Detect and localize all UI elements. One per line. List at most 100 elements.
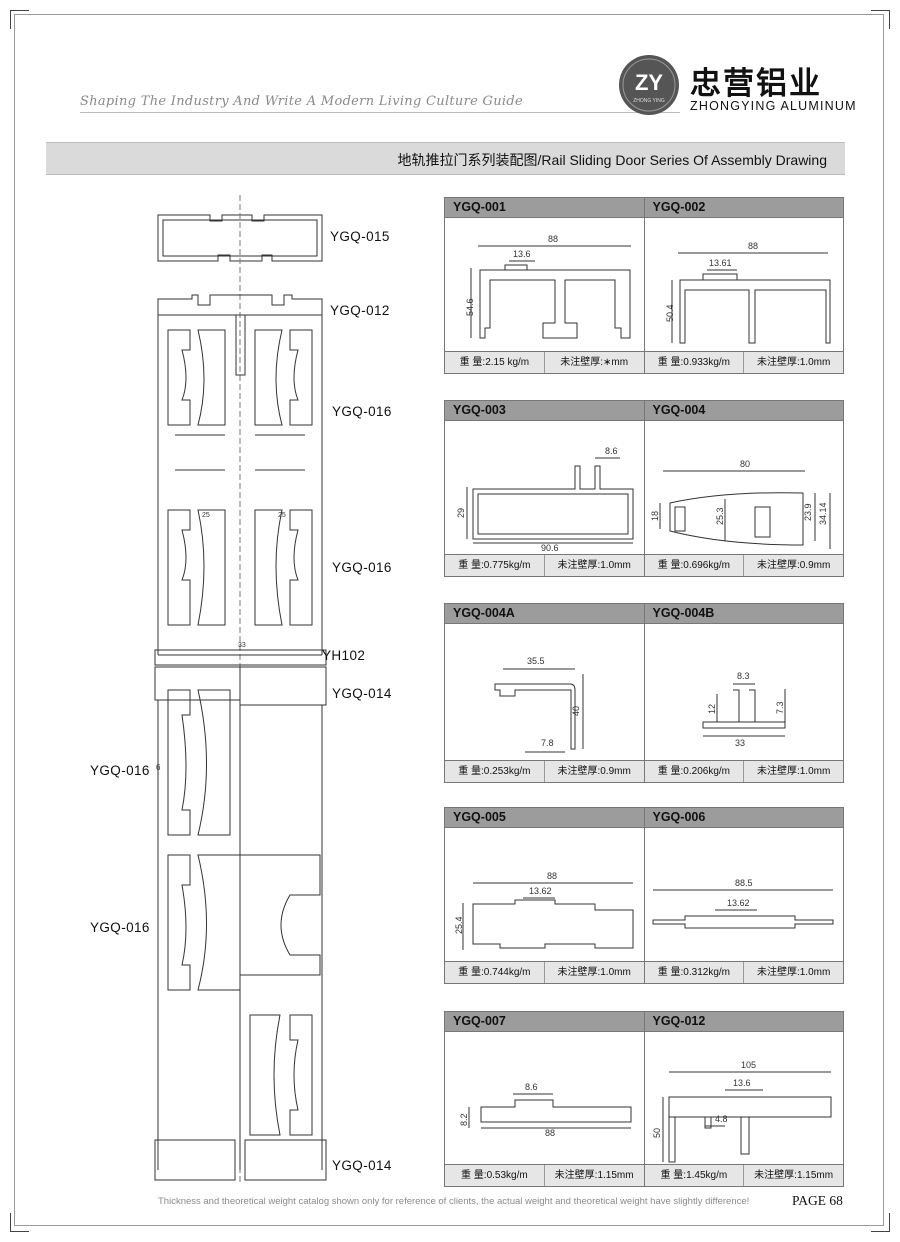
dimension-label: 35.5 — [527, 656, 545, 666]
profile-drawing: 8.3 12 7.3 33 — [644, 624, 844, 760]
thickness-spec: 未注壁厚:1.0mm — [743, 352, 843, 373]
profile-drawing: 80 18 25.3 23.9 34.14 — [644, 421, 844, 554]
dim-33: 33 — [238, 642, 246, 649]
assembly-drawing: 25 25 33 6 — [40, 195, 440, 1185]
profile-yh102: 33 — [154, 642, 327, 666]
profile-code: YGQ-003 — [453, 403, 506, 417]
profile-drawing: 35.5 40 7.8 — [445, 624, 644, 760]
dim-25-right: 25 — [278, 512, 286, 519]
profile-code: YGQ-006 — [643, 808, 844, 827]
thickness-spec: 未注壁厚:1.0mm — [743, 761, 843, 782]
weight-spec: 重 量:0.53kg/m — [461, 1170, 528, 1181]
label-ygq-016: YGQ-016 — [332, 560, 392, 575]
profile-drawing: 8.6 8.2 88 — [445, 1032, 644, 1164]
page-title: 地轨推拉门系列装配图/Rail Sliding Door Series Of A… — [398, 150, 827, 170]
dimension-label: 90.6 — [541, 543, 559, 553]
profile-code: YGQ-001 — [453, 200, 506, 214]
dimension-label: 8.2 — [459, 1113, 469, 1126]
corner-mark — [871, 10, 890, 29]
thickness-spec: 未注壁厚:1.15mm — [743, 1165, 843, 1186]
dimension-label: 80 — [740, 459, 750, 469]
profile-code: YGQ-004A — [453, 606, 515, 620]
page-title-cn: 地轨推拉门系列装配图 — [397, 153, 538, 169]
dimension-label: 8.6 — [605, 446, 618, 456]
profile-ygq-012 — [157, 294, 323, 376]
label-ygq-016: YGQ-016 — [90, 763, 150, 778]
logo-text: ZY — [635, 70, 663, 95]
dimension-label: 25.3 — [715, 507, 725, 525]
title-bar: 地轨推拉门系列装配图/Rail Sliding Door Series Of A… — [46, 142, 845, 175]
divider — [80, 112, 680, 113]
profile-panel: YGQ-004A YGQ-004B 35.5 40 7.8 8.3 12 7.3… — [444, 603, 844, 783]
dimension-label: 88 — [545, 1128, 555, 1138]
dimension-label: 88.5 — [735, 878, 753, 888]
dimension-label: 50.4 — [665, 304, 675, 322]
profile-code: YGQ-002 — [643, 198, 844, 217]
profile-ygq-014-bottom — [154, 1139, 327, 1181]
dimension-label: 88 — [548, 234, 558, 244]
page-number: PAGE 68 — [792, 1193, 843, 1208]
profile-ygq-014 — [154, 666, 327, 706]
dimension-label: 29 — [456, 508, 466, 518]
page-frame — [14, 14, 884, 1226]
thickness-spec: 未注壁厚:1.0mm — [543, 962, 644, 983]
profile-panel: YGQ-003 YGQ-004 8.6 29 90.6 80 18 25.3 2… — [444, 400, 844, 577]
lower-panel: 6 — [156, 689, 323, 1170]
profile-code: YGQ-005 — [453, 810, 506, 824]
dimension-label: 13.62 — [727, 898, 750, 908]
mark-6: 6 — [156, 763, 161, 772]
profile-code: YGQ-007 — [453, 1014, 506, 1028]
brand-name-en: ZHONGYING ALUMINUM — [690, 99, 857, 113]
profile-drawing: 105 13.6 4.8 50 — [644, 1032, 844, 1164]
dimension-label: 8.3 — [737, 671, 750, 681]
weight-spec: 重 量:0.312kg/m — [657, 967, 730, 978]
dimension-label: 88 — [547, 871, 557, 881]
corner-mark — [10, 10, 29, 29]
dimension-label: 88 — [748, 241, 758, 251]
dimension-label: 23.9 — [803, 503, 813, 521]
profile-ygq-016 — [167, 329, 313, 471]
thickness-spec: 未注壁厚:0.9mm — [543, 761, 644, 782]
label-ygq-012: YGQ-012 — [330, 303, 390, 318]
thickness-spec: 未注壁厚:1.0mm — [543, 555, 644, 576]
thickness-spec: 未注壁厚:0.9mm — [743, 555, 843, 576]
label-ygq-016: YGQ-016 — [332, 404, 392, 419]
corner-mark — [10, 1213, 29, 1232]
profile-drawing: 8.6 29 90.6 — [445, 421, 644, 554]
profile-drawing: 88.5 13.62 — [644, 828, 844, 961]
profile-panel: YGQ-005 YGQ-006 88 13.62 25.4 88.5 13.62… — [444, 807, 844, 984]
page-title-en: /Rail Sliding Door Series Of Assembly Dr… — [537, 152, 827, 168]
label-ygq-014: YGQ-014 — [332, 686, 392, 701]
profile-code: YGQ-004B — [643, 604, 844, 623]
thickness-spec: 未注壁厚:1.15mm — [543, 1165, 644, 1186]
tagline: Shaping The Industry And Write A Modern … — [80, 94, 523, 109]
profile-panel: YGQ-001 YGQ-002 88 13.6 54.6 88 13.61 50… — [444, 197, 844, 374]
corner-mark — [871, 1213, 890, 1232]
dimension-label: 40 — [571, 706, 581, 716]
dim-25-left: 25 — [202, 512, 210, 519]
dimension-label: 50 — [652, 1128, 662, 1138]
weight-spec: 重 量:0.775kg/m — [458, 560, 531, 571]
label-yh102: YH102 — [322, 648, 366, 663]
dimension-label: 13.6 — [733, 1078, 751, 1088]
dimension-label: 7.3 — [775, 701, 785, 714]
panel-frame-lines — [157, 315, 323, 656]
brand-name-cn: 忠营铝业 — [690, 66, 822, 102]
weight-spec: 重 量:2.15 kg/m — [459, 357, 530, 368]
profile-code: YGQ-004 — [643, 401, 844, 420]
label-ygq-015: YGQ-015 — [330, 229, 390, 244]
profile-ygq-016: 25 25 — [167, 509, 313, 626]
dimension-label: 105 — [741, 1060, 756, 1070]
logo-subtext: ZHONG YING — [633, 98, 665, 104]
footer-note: Thickness and theoretical weight catalog… — [158, 1196, 750, 1207]
weight-spec: 重 量:0.253kg/m — [458, 766, 531, 777]
profile-drawing: 88 13.61 50.4 — [644, 218, 844, 351]
dimension-label: 34.14 — [818, 502, 828, 525]
weight-spec: 重 量:0.933kg/m — [657, 357, 730, 368]
weight-spec: 重 量:0.696kg/m — [657, 560, 730, 571]
dimension-label: 8.6 — [525, 1082, 538, 1092]
dimension-label: 54.6 — [465, 298, 475, 316]
profile-drawing: 88 13.6 54.6 — [445, 218, 644, 351]
dimension-label: 25.4 — [454, 916, 464, 934]
profile-drawing: 88 13.62 25.4 — [445, 828, 644, 961]
